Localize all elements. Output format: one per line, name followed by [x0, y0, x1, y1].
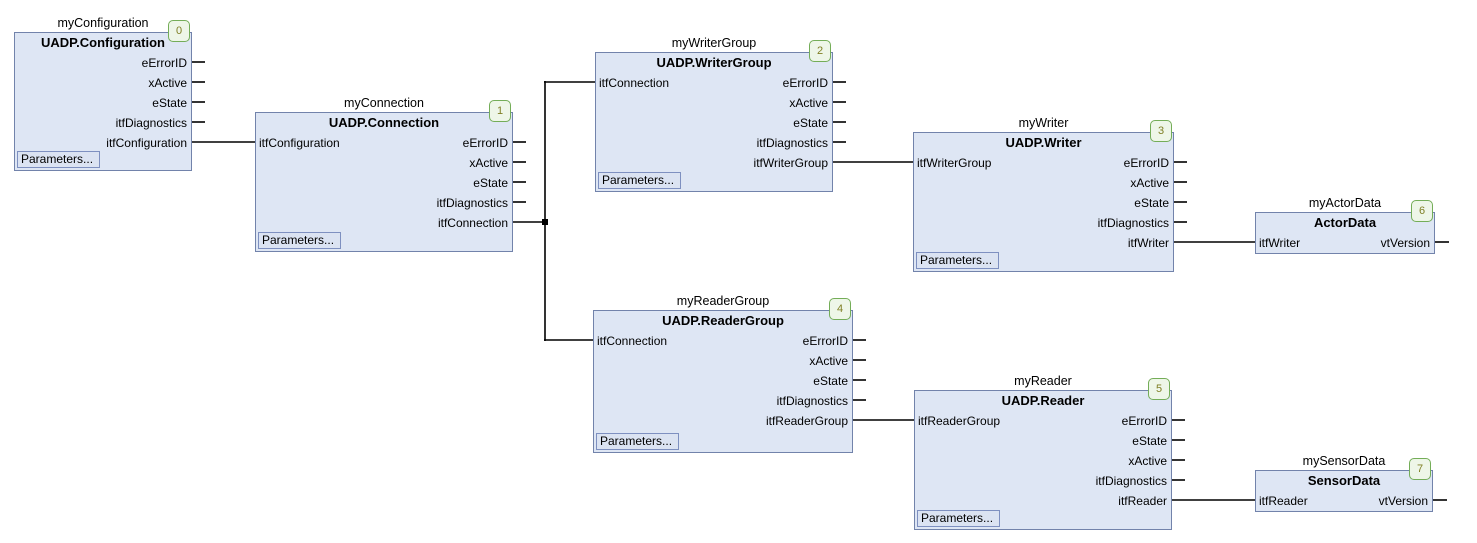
block-body[interactable]: UADP.Writer itfWriterGroup eErrorID xAct…: [913, 132, 1174, 272]
parameters-button[interactable]: Parameters...: [258, 232, 342, 249]
output-pin-label[interactable]: itfDiagnostics: [436, 196, 508, 210]
fb-block-mySensorData[interactable]: mySensorData 7 SensorData itfReader vtVe…: [1255, 454, 1433, 512]
instance-name-label[interactable]: myConnection: [344, 96, 424, 110]
output-pin-label[interactable]: eErrorID: [462, 136, 508, 150]
output-pin-label[interactable]: itfDiagnostics: [776, 394, 848, 408]
instance-name-label[interactable]: myReaderGroup: [676, 294, 770, 308]
output-pin-label[interactable]: itfReader: [1118, 494, 1167, 508]
block-type-title: ActorData: [1313, 215, 1377, 230]
input-pin-label[interactable]: itfReaderGroup: [918, 414, 1001, 428]
fb-block-myConnection[interactable]: myConnection 1 UADP.Connection itfConfig…: [255, 96, 513, 252]
output-pin-label[interactable]: xActive: [789, 96, 828, 110]
input-pin-label[interactable]: itfConfiguration: [259, 136, 340, 150]
output-pin-label[interactable]: xActive: [1130, 176, 1169, 190]
block-type-title: UADP.Reader: [1001, 393, 1085, 408]
parameters-button[interactable]: Parameters...: [596, 433, 680, 450]
output-pin-label[interactable]: eState: [1134, 196, 1169, 210]
output-pin-label[interactable]: itfWriterGroup: [753, 156, 828, 170]
block-type-title: UADP.Writer: [1005, 135, 1082, 150]
execution-order-badge: 4: [829, 298, 851, 320]
execution-order-badge: 0: [168, 20, 190, 42]
output-pin-label[interactable]: itfWriter: [1127, 236, 1169, 250]
fb-block-myReaderGroup[interactable]: myReaderGroup 4 UADP.ReaderGroup itfConn…: [593, 294, 853, 453]
output-pin-label[interactable]: itfConnection: [437, 216, 508, 230]
output-pin-label[interactable]: xActive: [469, 156, 508, 170]
output-pin-label[interactable]: itfDiagnostics: [115, 116, 187, 130]
block-body[interactable]: ActorData itfWriter vtVersion: [1255, 212, 1435, 254]
block-body[interactable]: UADP.Reader itfReaderGroup eErrorID eSta…: [914, 390, 1172, 530]
fb-block-myWriter[interactable]: myWriter 3 UADP.Writer itfWriterGroup eE…: [913, 116, 1174, 272]
input-pin-label[interactable]: itfWriter: [1259, 236, 1301, 250]
output-pin-label[interactable]: eState: [473, 176, 508, 190]
output-pin-label[interactable]: vtVersion: [1378, 494, 1428, 508]
input-pin-label[interactable]: itfConnection: [597, 334, 668, 348]
wire-junction-dot: [542, 219, 548, 225]
output-pin-label[interactable]: eErrorID: [1121, 414, 1167, 428]
parameters-button[interactable]: Parameters...: [17, 151, 101, 168]
output-pin-label[interactable]: eErrorID: [802, 334, 848, 348]
parameters-button[interactable]: Parameters...: [598, 172, 682, 189]
block-type-title: UADP.Configuration: [41, 35, 165, 50]
block-body[interactable]: UADP.Configuration eErrorID xActive eSta…: [14, 32, 192, 171]
output-pin-label[interactable]: vtVersion: [1380, 236, 1430, 250]
execution-order-badge: 1: [489, 100, 511, 122]
output-pin-label[interactable]: itfDiagnostics: [1097, 216, 1169, 230]
fb-block-myConfiguration[interactable]: myConfiguration 0 UADP.Configuration eEr…: [14, 16, 192, 171]
output-pin-label[interactable]: itfDiagnostics: [756, 136, 828, 150]
output-pin-label[interactable]: eState: [813, 374, 848, 388]
input-pin-label[interactable]: itfReader: [1259, 494, 1308, 508]
output-pin-label[interactable]: xActive: [1128, 454, 1167, 468]
output-pin-label[interactable]: itfReaderGroup: [765, 414, 848, 428]
block-type-title: UADP.WriterGroup: [656, 55, 772, 70]
block-body[interactable]: SensorData itfReader vtVersion: [1255, 470, 1433, 512]
output-pin-label[interactable]: itfDiagnostics: [1095, 474, 1167, 488]
instance-name-label[interactable]: mySensorData: [1302, 454, 1386, 468]
output-pin-label[interactable]: eState: [152, 96, 187, 110]
block-body[interactable]: UADP.Connection itfConfiguration eErrorI…: [255, 112, 513, 252]
block-body[interactable]: UADP.WriterGroup itfConnection eErrorID …: [595, 52, 833, 192]
execution-order-badge: 6: [1411, 200, 1433, 222]
instance-name-label[interactable]: myActorData: [1308, 196, 1382, 210]
input-pin-label[interactable]: itfWriterGroup: [917, 156, 992, 170]
output-pin-label[interactable]: eErrorID: [782, 76, 828, 90]
output-stubs-myWriterGroup: [833, 81, 846, 143]
instance-name-label[interactable]: myWriterGroup: [671, 36, 757, 50]
block-body[interactable]: UADP.ReaderGroup itfConnection eErrorID …: [593, 310, 853, 453]
output-pin-label[interactable]: eErrorID: [1123, 156, 1169, 170]
execution-order-badge: 2: [809, 40, 831, 62]
parameters-button[interactable]: Parameters...: [916, 252, 1000, 269]
block-type-title: UADP.ReaderGroup: [662, 313, 784, 328]
output-pin-label[interactable]: eErrorID: [141, 56, 187, 70]
execution-order-badge: 5: [1148, 378, 1170, 400]
output-stubs-myReaderGroup: [853, 339, 866, 401]
output-pin-label[interactable]: xActive: [148, 76, 187, 90]
output-stubs-myConnection: [513, 141, 526, 203]
output-pin-label[interactable]: itfConfiguration: [106, 136, 187, 150]
instance-name-label[interactable]: myWriter: [1018, 116, 1069, 130]
parameters-button[interactable]: Parameters...: [917, 510, 1001, 527]
output-pin-label[interactable]: eState: [1132, 434, 1167, 448]
output-stubs-myReader: [1172, 419, 1185, 481]
execution-order-badge: 3: [1150, 120, 1172, 142]
fb-block-myActorData[interactable]: myActorData 6 ActorData itfWriter vtVers…: [1255, 196, 1435, 254]
block-type-title: UADP.Connection: [328, 115, 440, 130]
fb-block-myReader[interactable]: myReader 5 UADP.Reader itfReaderGroup eE…: [914, 374, 1172, 530]
instance-name-label[interactable]: myReader: [1014, 374, 1072, 388]
block-type-title: SensorData: [1307, 473, 1381, 488]
output-pin-label[interactable]: xActive: [809, 354, 848, 368]
input-pin-label[interactable]: itfConnection: [599, 76, 670, 90]
output-pin-label[interactable]: eState: [793, 116, 828, 130]
output-stubs-myWriter: [1174, 161, 1187, 223]
execution-order-badge: 7: [1409, 458, 1431, 480]
instance-name-label[interactable]: myConfiguration: [57, 16, 149, 30]
output-stubs-myConfiguration: [192, 61, 205, 123]
fb-block-myWriterGroup[interactable]: myWriterGroup 2 UADP.WriterGroup itfConn…: [595, 36, 833, 192]
